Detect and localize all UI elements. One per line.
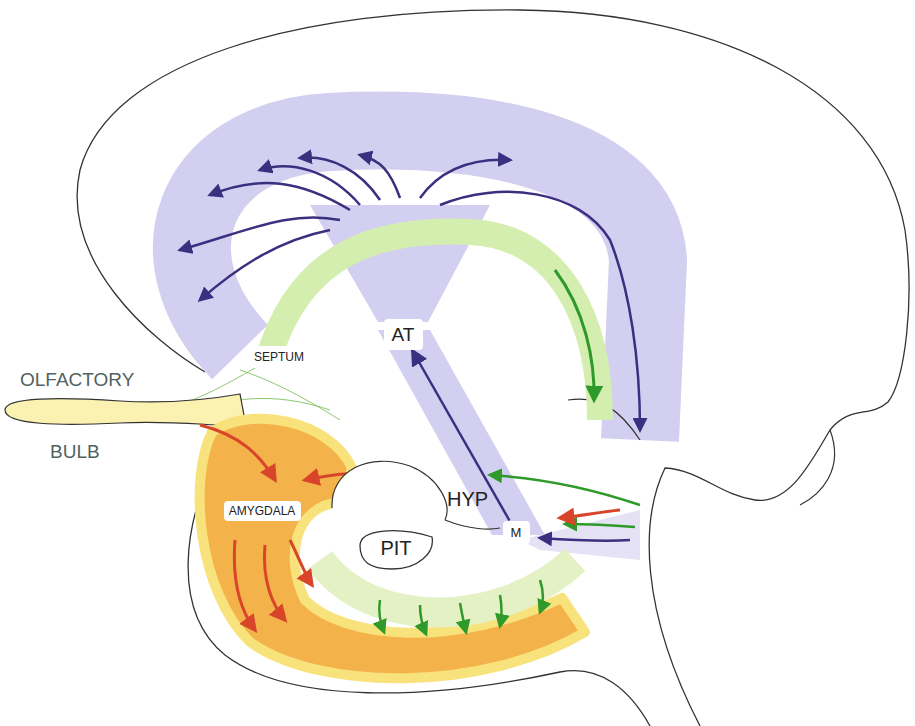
red-arrows	[200, 425, 620, 630]
node-text: SEPTUM	[254, 351, 304, 363]
region-label: BULB	[50, 442, 100, 461]
amygdala-patch: AMYGDALA	[224, 501, 301, 521]
pituitary-shape: PIT	[358, 526, 434, 570]
olfactory-bulb	[5, 394, 246, 426]
septum-patch: SEPTUM	[247, 346, 312, 368]
node-text: AMYGDALA	[229, 505, 296, 517]
hippocampus-band	[320, 560, 575, 613]
hemisphere-outline	[77, 10, 909, 726]
thalamus-patch: AT	[384, 319, 423, 350]
cerebellum-outline	[800, 430, 835, 505]
node-text: AT	[392, 325, 415, 344]
tract-arrow	[412, 350, 510, 521]
pituitary-stalk	[445, 520, 500, 529]
region-label: OLFACTORY	[20, 370, 134, 389]
mammillary-patch: M	[503, 521, 530, 544]
hypothalamus-outline	[332, 461, 447, 520]
region-label: HYP	[447, 489, 488, 509]
node-text: PIT	[380, 538, 411, 558]
lower-purple-tract	[520, 510, 640, 560]
amygdala-region	[200, 419, 585, 679]
green-arrow	[555, 270, 594, 400]
fornix-band	[268, 232, 600, 420]
node-text: M	[511, 526, 522, 539]
